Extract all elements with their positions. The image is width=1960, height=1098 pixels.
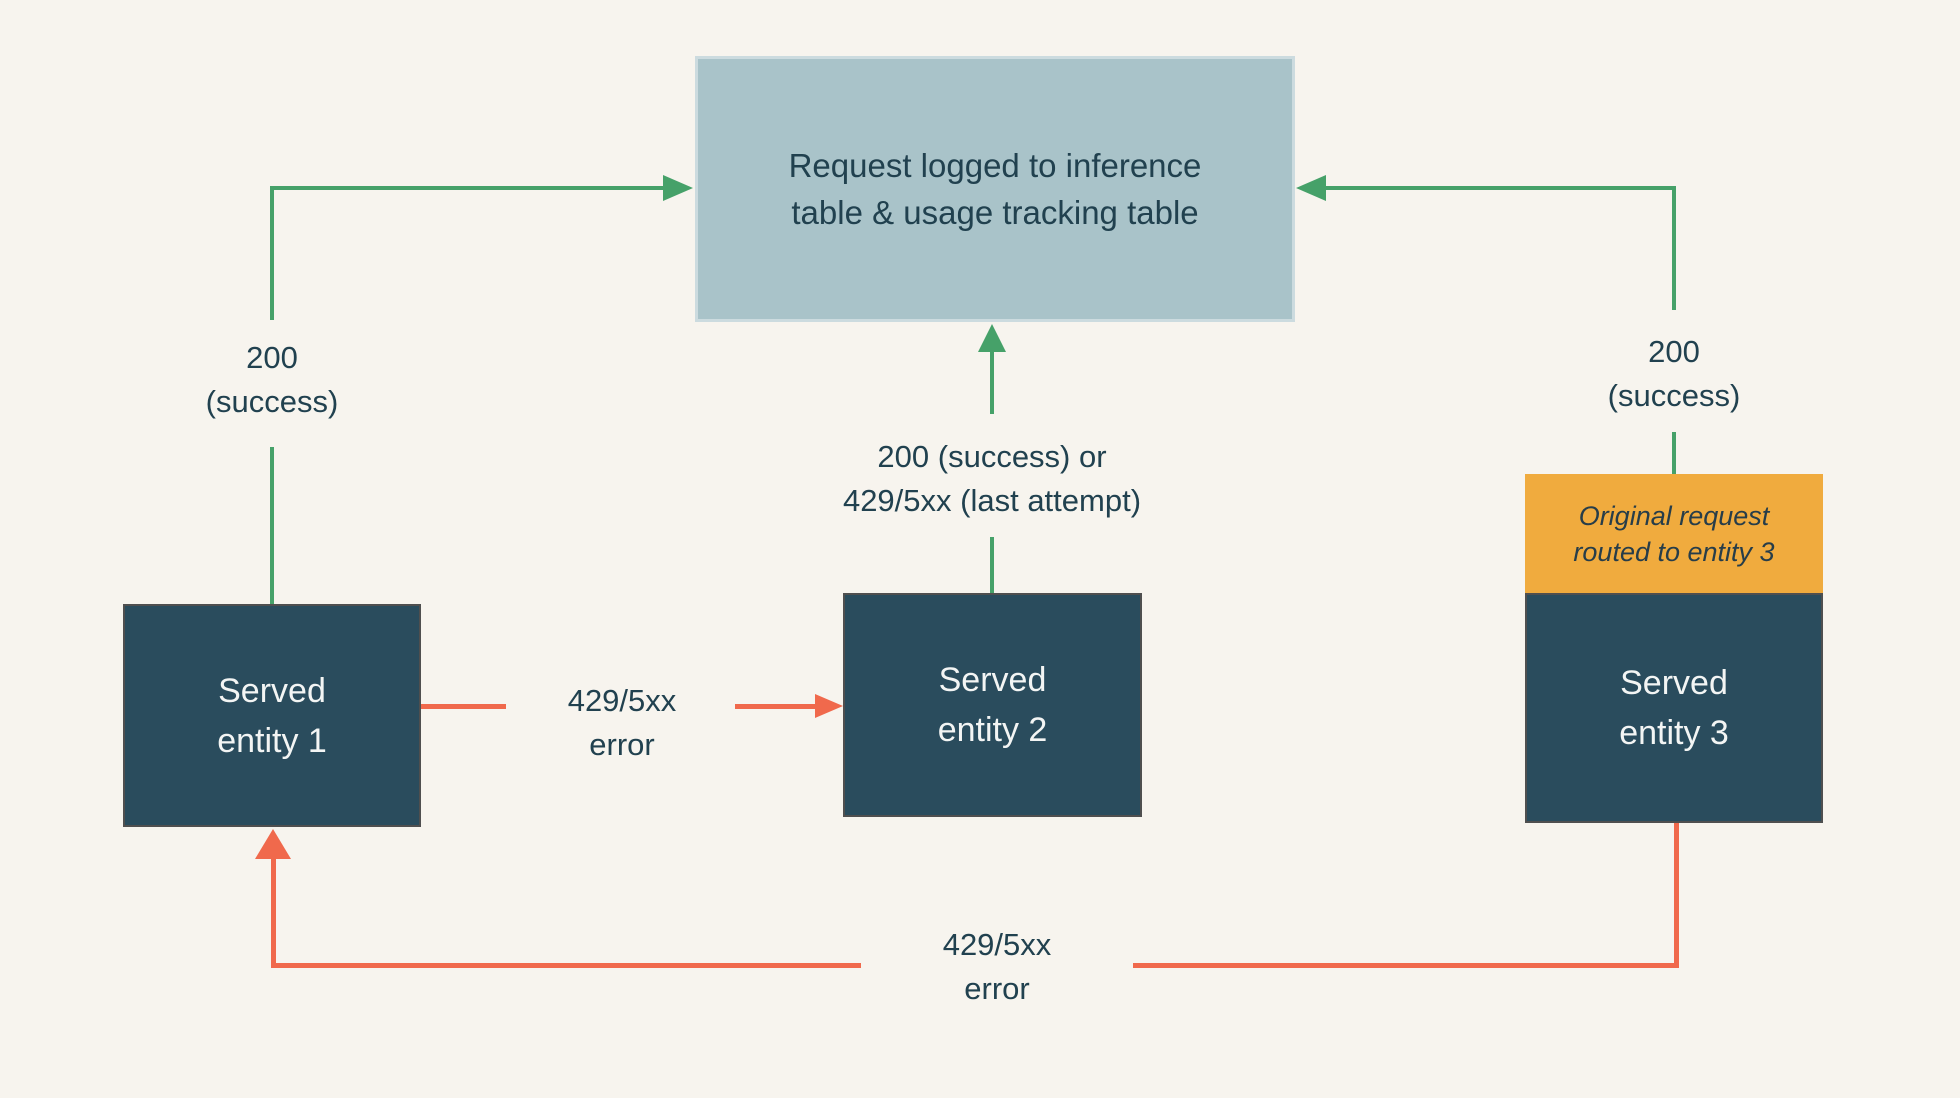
served-entity-2-label-line1: Served bbox=[938, 661, 1047, 699]
served-entity-1-box: Served entity 1 bbox=[123, 604, 421, 827]
request-log-box: Request logged to inference table & usag… bbox=[695, 56, 1295, 322]
entity-3-original-request-note: Original request routed to entity 3 bbox=[1525, 474, 1823, 593]
label-entity3-error-line1: 429/5xx bbox=[942, 927, 1052, 962]
arrowhead-into-log-box-left bbox=[663, 175, 693, 201]
label-entity3-error-line2: error bbox=[964, 971, 1030, 1006]
served-entity-3-box: Served entity 3 bbox=[1525, 593, 1823, 823]
edge-entity1-success-segment-upper bbox=[270, 186, 274, 320]
label-entity1-error-line2: error bbox=[589, 727, 655, 762]
edge-entity3-error-horizontal-left bbox=[271, 963, 861, 968]
edge-entity2-success-segment-upper bbox=[990, 350, 994, 414]
served-entity-2-label-line2: entity 2 bbox=[937, 711, 1048, 749]
label-entity3-success: 200 (success) bbox=[1524, 330, 1824, 418]
served-entity-2-box: Served entity 2 bbox=[843, 593, 1142, 817]
edge-entity3-error-vertical-left bbox=[271, 855, 276, 968]
label-entity3-success-line2: (success) bbox=[1607, 378, 1741, 413]
label-entity2-result-line2: 429/5xx (last attempt) bbox=[842, 483, 1142, 518]
edge-entity3-success-horizontal bbox=[1326, 186, 1676, 190]
request-log-label-line2: table & usage tracking table bbox=[791, 194, 1199, 231]
edge-entity2-success-segment-lower bbox=[990, 537, 994, 593]
label-entity2-result: 200 (success) or 429/5xx (last attempt) bbox=[767, 435, 1217, 523]
served-entity-1-label-line1: Served bbox=[218, 671, 326, 710]
arrowhead-into-log-box-right bbox=[1296, 175, 1326, 201]
edge-entity3-error-horizontal-right bbox=[1133, 963, 1679, 968]
label-entity3-success-line1: 200 bbox=[1648, 334, 1700, 369]
label-entity1-success: 200 (success) bbox=[122, 336, 422, 424]
label-entity1-success-line2: (success) bbox=[205, 384, 339, 419]
label-entity2-result-line1: 200 (success) or bbox=[877, 439, 1107, 474]
request-log-label-line1: Request logged to inference bbox=[788, 147, 1202, 184]
edge-entity3-success-segment-upper bbox=[1672, 186, 1676, 310]
arrowhead-into-log-box-bottom bbox=[978, 324, 1006, 352]
entity-3-note-line1: Original request bbox=[1578, 500, 1770, 531]
edge-entity3-success-segment-lower bbox=[1672, 432, 1676, 474]
label-entity1-error-line1: 429/5xx bbox=[567, 683, 677, 718]
served-entity-3-label-line2: entity 3 bbox=[1619, 714, 1729, 752]
edge-entity1-success-segment-lower bbox=[270, 447, 274, 604]
edge-entity3-error-vertical bbox=[1674, 823, 1679, 968]
served-entity-3-label-line1: Served bbox=[1620, 664, 1728, 702]
arrowhead-into-entity2-left bbox=[815, 694, 843, 718]
label-entity1-error: 429/5xx error bbox=[472, 679, 772, 767]
entity-3-note-line2: routed to entity 3 bbox=[1573, 536, 1775, 567]
edge-entity1-error-segment-right bbox=[735, 704, 817, 709]
label-entity3-error: 429/5xx error bbox=[847, 923, 1147, 1011]
arrowhead-into-entity1-bottom bbox=[255, 829, 291, 859]
edge-entity1-success-horizontal bbox=[270, 186, 665, 190]
edge-entity1-error-segment-left bbox=[421, 704, 506, 709]
served-entity-1-label-line2: entity 1 bbox=[217, 721, 327, 760]
label-entity1-success-line1: 200 bbox=[246, 340, 298, 375]
